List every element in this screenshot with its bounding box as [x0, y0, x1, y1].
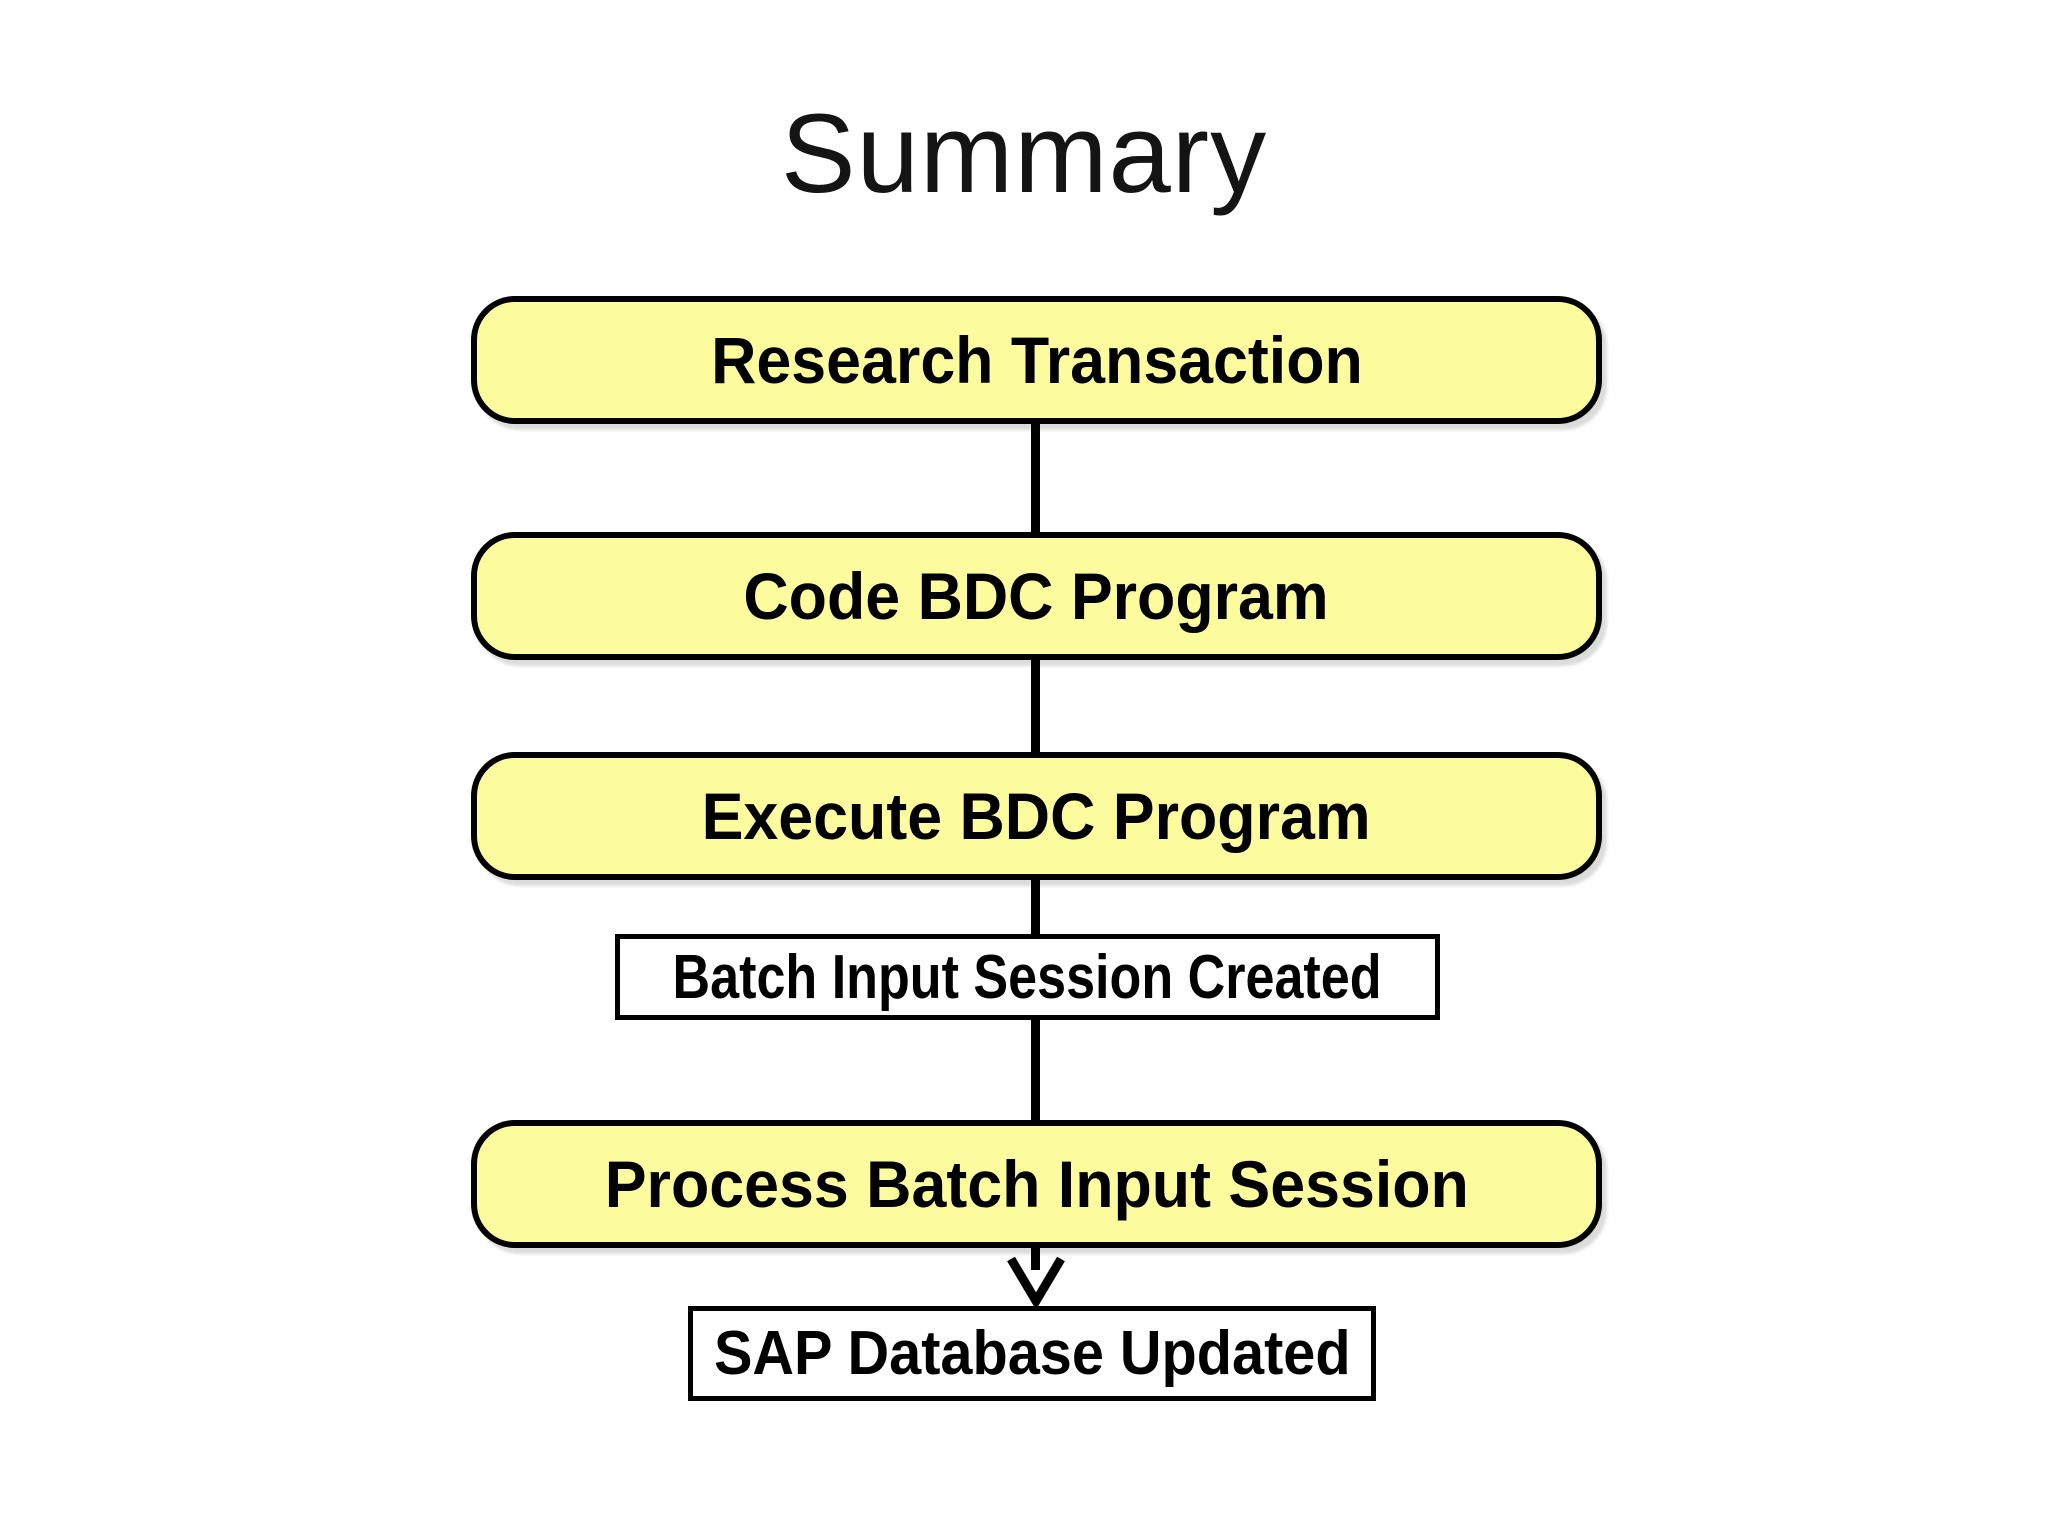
flow-node-execute-bdc-program: Execute BDC Program [471, 752, 1602, 880]
flow-node-label: Code BDC Program [743, 559, 1330, 633]
flow-node-research-transaction: Research Transaction [471, 296, 1602, 424]
flow-node-batch-input-session-created: Batch Input Session Created [615, 934, 1440, 1020]
connector-line-4 [1031, 1020, 1040, 1120]
flow-node-label: Research Transaction [710, 323, 1363, 397]
connector-line-3 [1031, 880, 1040, 934]
flow-node-label: SAP Database Updated [713, 1319, 1351, 1388]
flow-node-code-bdc-program: Code BDC Program [471, 532, 1602, 660]
flow-node-sap-database-updated: SAP Database Updated [688, 1306, 1376, 1401]
slide-title: Summary [780, 91, 1268, 216]
flow-node-label: Batch Input Session Created [672, 942, 1383, 1012]
flow-node-label: Execute BDC Program [701, 779, 1372, 853]
flow-node-label: Process Batch Input Session [604, 1147, 1469, 1221]
arrow-shaft [1031, 1248, 1040, 1270]
flow-node-process-batch-input-session: Process Batch Input Session [471, 1120, 1602, 1248]
connector-line-2 [1031, 660, 1040, 752]
connector-line-1 [1031, 424, 1040, 532]
down-arrowhead-icon [1007, 1256, 1065, 1306]
